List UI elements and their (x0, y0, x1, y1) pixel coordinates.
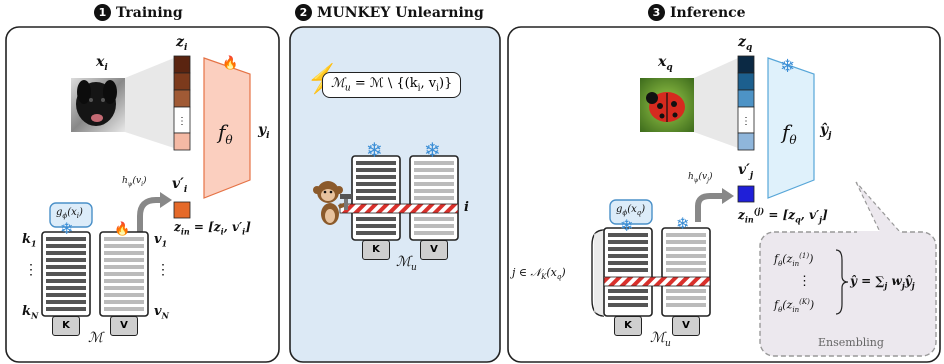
inference-title-text: Inference (670, 5, 746, 21)
unlearning-title-text: MUNKEY Unlearning (317, 5, 484, 21)
vN-label: vN (154, 304, 169, 321)
neighbor-bracket (591, 229, 605, 317)
ensemble-dots: ⋮ (798, 274, 811, 289)
projection-shape (125, 58, 174, 148)
key-tab-unlearn: K (362, 240, 390, 260)
value-memory-train (99, 231, 149, 317)
latent-column-infer (737, 55, 755, 151)
step-number-2: 2 (295, 4, 312, 21)
ensemble-term-1: fθ(zin(1)) (774, 252, 814, 268)
h-arrow (137, 197, 160, 236)
training-title-text: Training (116, 5, 183, 21)
v-prime-square-infer (737, 185, 755, 203)
memory-label-infer: ℳu (650, 330, 671, 349)
memory-label-unlearn: ℳu (396, 254, 417, 273)
callout-pointer (855, 181, 902, 233)
unlearning-title: 2 MUNKEY Unlearning (295, 4, 484, 21)
g-phi-box-infer (609, 199, 653, 225)
z-in-formula: zin = [zi, v′i] (174, 220, 251, 237)
ensemble-sum-formula: ŷ = ∑j wjŷj (850, 274, 915, 291)
g-phi-infer-label: gϕ(xq) (616, 204, 646, 217)
ladybug-image (640, 78, 694, 132)
fire-icon-value: 🔥 (114, 222, 131, 237)
snowflake-icon-unlearn-key: ❄ (366, 138, 383, 162)
key-memory-infer (603, 227, 653, 317)
inference-title: 3 Inference (648, 4, 746, 21)
training-title: 1 Training (94, 4, 183, 21)
ensemble-callout (759, 231, 937, 357)
row-i-label: i (464, 200, 469, 215)
kN-label: kN (22, 304, 39, 321)
v-vdots: ⋮ (156, 262, 170, 278)
memory-label-train: ℳ (88, 330, 103, 346)
f-theta-infer-label: fθ (782, 120, 797, 147)
snowflake-icon-train-key: ❄ (60, 219, 74, 238)
k-vdots: ⋮ (24, 262, 38, 278)
g-phi-box (49, 202, 93, 228)
key-memory-unlearn (351, 155, 401, 241)
h-psi-infer-label: hψ(vj) (688, 172, 713, 184)
v1-label: v1 (154, 232, 168, 249)
key-tab-infer: K (614, 316, 642, 336)
v-prime-j-label: v′j (738, 162, 754, 181)
z-in-j-formula: zin(j) = [zq, v′j] (738, 206, 828, 225)
fire-icon: 🔥 (222, 56, 239, 71)
g-phi-label: gϕ(xi) (56, 207, 83, 220)
removed-row-unlearn (339, 203, 459, 214)
snowflake-icon-infer-value: ❄ (676, 214, 690, 233)
z-i-label: zi (176, 34, 188, 53)
snowflake-icon-unlearn-value: ❄ (424, 138, 441, 162)
y-i-label: yi (258, 122, 270, 141)
ensemble-term-K: fθ(zin(K)) (774, 298, 815, 314)
z-q-label: zq (738, 34, 753, 53)
svg-text:⋮: ⋮ (741, 116, 751, 127)
unlearning-formula: ℳu = ℳ \ {(ki, vi)} (322, 72, 462, 98)
removed-row-infer (603, 276, 711, 287)
ensemble-brace (835, 249, 849, 315)
k1-label: k1 (22, 232, 37, 249)
h-psi-label: hψ(vi) (122, 176, 147, 188)
x-q-label: xq (658, 54, 673, 73)
dog-image (71, 78, 125, 132)
y-hat-j-label: ŷj (820, 122, 832, 141)
snowflake-icon-f-infer: ❄ (780, 56, 796, 77)
value-tab-infer: V (672, 316, 700, 336)
h-arrow-infer (695, 193, 722, 222)
svg-text:⋮: ⋮ (177, 116, 187, 127)
f-theta-train (203, 57, 251, 199)
projection-shape-infer (694, 58, 738, 148)
snowflake-icon-infer-key: ❄ (620, 216, 634, 235)
latent-column (173, 55, 191, 151)
f-theta-label: fθ (218, 120, 233, 147)
monkey-icon (313, 181, 352, 225)
value-memory-unlearn (409, 155, 459, 241)
v-prime-label: v′i (172, 176, 188, 195)
step-number-3: 3 (648, 4, 665, 21)
ensemble-caption: Ensembling (818, 336, 884, 349)
value-tab-unlearn: V (420, 240, 448, 260)
key-memory-train (41, 231, 91, 317)
v-prime-square (173, 201, 191, 219)
key-tab-train: K (52, 316, 80, 336)
neighbor-set-label: j ∈ 𝒩K(xq) (512, 266, 566, 282)
x-i-label: xi (96, 54, 108, 73)
step-number-1: 1 (94, 4, 111, 21)
value-tab-train: V (110, 316, 138, 336)
value-memory-infer (661, 227, 711, 317)
f-theta-infer (767, 57, 815, 199)
